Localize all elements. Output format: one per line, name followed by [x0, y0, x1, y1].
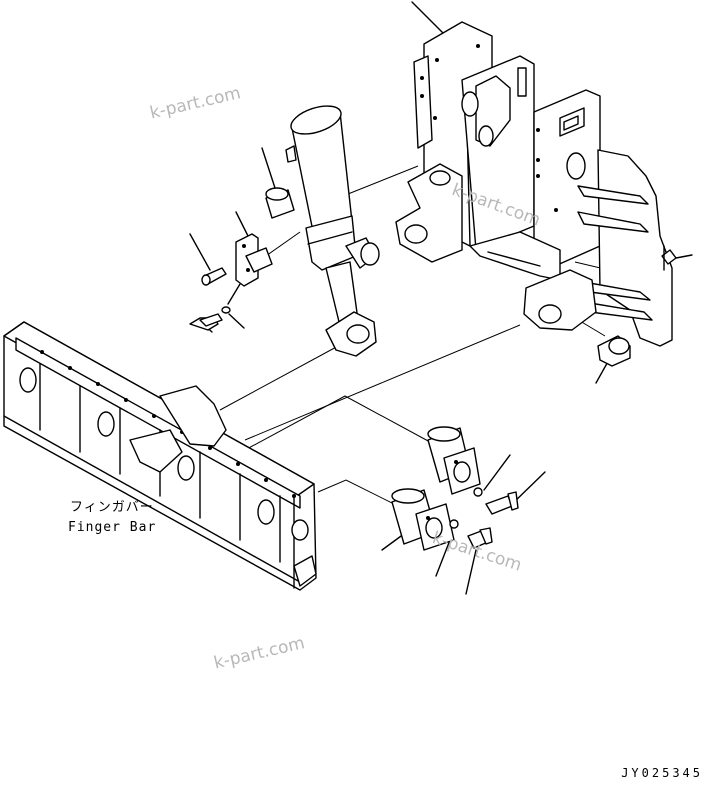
grease-fitting-left: [201, 267, 227, 286]
bushing-small: [265, 187, 295, 219]
finger-bar-label-jp: フィンガバー: [70, 500, 154, 515]
finger-bar-label-en: Finger Bar: [68, 520, 157, 535]
bolt-left: [189, 306, 231, 331]
main-frame: [395, 21, 677, 347]
hydraulic-cylinder: [285, 105, 380, 357]
clamp-bracket: [227, 233, 273, 305]
pin-right: [597, 335, 631, 367]
finger-bar: [3, 321, 317, 591]
drawing-code: JY025345: [621, 766, 703, 780]
pin-flanged-lower: [391, 488, 493, 551]
pin-flanged-upper: [427, 426, 519, 515]
